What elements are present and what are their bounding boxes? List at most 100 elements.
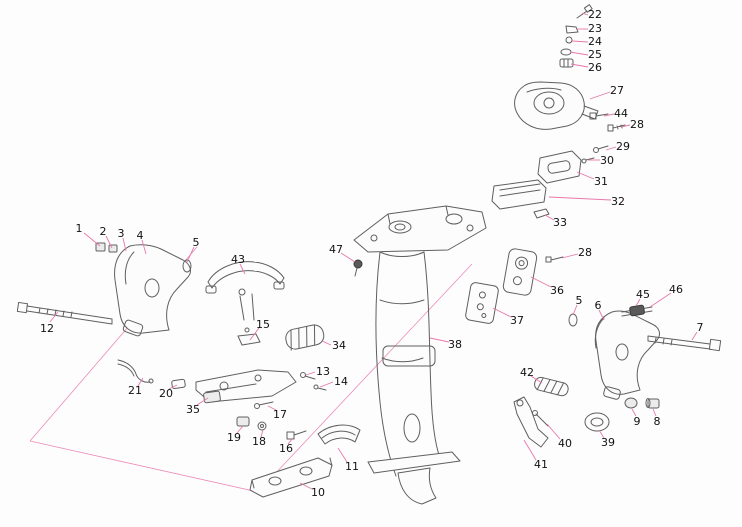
leader-line-31 <box>576 171 595 180</box>
part-screw-28-middle <box>545 256 564 263</box>
part-label-31: 31 <box>594 175 608 188</box>
leader-line-18 <box>260 429 264 438</box>
part-label-7: 7 <box>697 321 704 334</box>
leader-line-44 <box>603 113 615 117</box>
part-label-8: 8 <box>654 415 661 428</box>
part-washer-18 <box>257 421 267 431</box>
part-washer-5-right <box>568 313 578 327</box>
part-bushing-20 <box>171 378 186 390</box>
part-label-19: 19 <box>227 431 241 444</box>
leader-line-46 <box>649 292 672 308</box>
part-knob-9 <box>624 397 638 409</box>
part-label-5: 5 <box>193 236 200 249</box>
part-label-29: 29 <box>616 140 630 153</box>
leader-line-36 <box>530 276 552 288</box>
part-label-28: 28 <box>578 246 592 259</box>
leader-line-35 <box>196 397 209 406</box>
part-label-13: 13 <box>316 365 330 378</box>
leader-line-38 <box>429 337 450 343</box>
parts-art <box>16 4 722 505</box>
leader-line-39 <box>598 429 605 439</box>
part-washer-25 <box>560 48 572 56</box>
leader-line-32 <box>548 196 612 201</box>
leader-line-42 <box>530 375 543 384</box>
leader-line-41 <box>523 439 537 461</box>
leader-line-43 <box>239 263 246 275</box>
part-label-47: 47 <box>329 243 343 256</box>
part-label-4: 4 <box>137 229 144 242</box>
part-screw-13 <box>300 372 316 380</box>
leader-line-37 <box>492 307 512 318</box>
part-label-45: 45 <box>636 288 650 301</box>
part-label-33: 33 <box>553 216 567 229</box>
part-washer-5-left <box>182 259 192 273</box>
part-ball-24 <box>565 36 573 44</box>
part-clip-33 <box>533 208 550 219</box>
part-label-24: 24 <box>588 35 602 48</box>
part-spring-26 <box>559 58 574 68</box>
part-top-plate <box>353 205 487 253</box>
leader-line-45 <box>635 298 641 307</box>
part-label-15: 15 <box>256 318 270 331</box>
part-bracket-15 <box>237 327 261 346</box>
leader-line-24 <box>571 40 589 43</box>
leader-line-17 <box>267 405 277 411</box>
part-plug-8 <box>645 398 660 409</box>
part-screw-28-upper <box>607 124 626 132</box>
part-mount-31 <box>537 150 582 184</box>
part-friction-plate-43 <box>205 261 285 294</box>
part-label-12: 12 <box>40 322 54 335</box>
leader-line-28 <box>561 253 579 259</box>
leaders-layer <box>49 12 698 490</box>
leader-line-1 <box>83 232 101 247</box>
part-label-18: 18 <box>252 435 266 448</box>
part-label-34: 34 <box>332 339 346 352</box>
leader-line-13 <box>305 371 316 376</box>
part-lever-41 <box>513 396 549 448</box>
leader-line-3 <box>122 237 127 252</box>
part-rod-45-46 <box>621 304 653 317</box>
part-mount-32 <box>491 179 547 210</box>
part-label-17: 17 <box>273 408 287 421</box>
leader-line-5 <box>572 304 578 316</box>
phantom-line <box>29 440 259 493</box>
phantom-line <box>257 263 473 493</box>
part-label-28: 28 <box>630 118 644 131</box>
part-plate-36 <box>502 248 538 296</box>
part-label-22: 22 <box>588 8 602 21</box>
leader-line-10 <box>299 482 313 490</box>
leader-line-33 <box>544 214 555 221</box>
leader-line-25 <box>569 51 589 56</box>
part-label-14: 14 <box>334 375 348 388</box>
part-bolt-22 <box>576 4 593 19</box>
part-label-2: 2 <box>100 225 107 238</box>
part-screw-17 <box>254 401 274 409</box>
leader-line-9 <box>631 408 637 417</box>
part-spring-42 <box>534 376 569 397</box>
part-spring-34 <box>285 324 325 351</box>
part-label-35: 35 <box>186 403 200 416</box>
part-label-21: 21 <box>128 384 142 397</box>
part-label-39: 39 <box>601 436 615 449</box>
part-label-6: 6 <box>595 299 602 312</box>
part-label-27: 27 <box>610 84 624 97</box>
leader-line-27 <box>589 91 611 100</box>
part-label-41: 41 <box>534 458 548 471</box>
part-cap-39 <box>584 412 610 432</box>
part-column-38 <box>367 251 461 505</box>
leader-line-28 <box>620 124 631 128</box>
leader-line-12 <box>49 311 59 323</box>
part-label-23: 23 <box>588 22 602 35</box>
part-label-30: 30 <box>600 154 614 167</box>
leader-line-5 <box>186 246 195 263</box>
part-clamp-band-11 <box>317 424 361 445</box>
part-label-25: 25 <box>588 48 602 61</box>
part-clamp-bracket-right-6 <box>594 310 660 400</box>
part-screw-29 <box>593 145 609 153</box>
part-bolt-16 <box>286 430 307 440</box>
leader-line-14 <box>319 381 334 388</box>
part-plate-37 <box>465 282 499 324</box>
leader-line-4 <box>141 239 147 255</box>
leader-line-21 <box>137 377 144 387</box>
